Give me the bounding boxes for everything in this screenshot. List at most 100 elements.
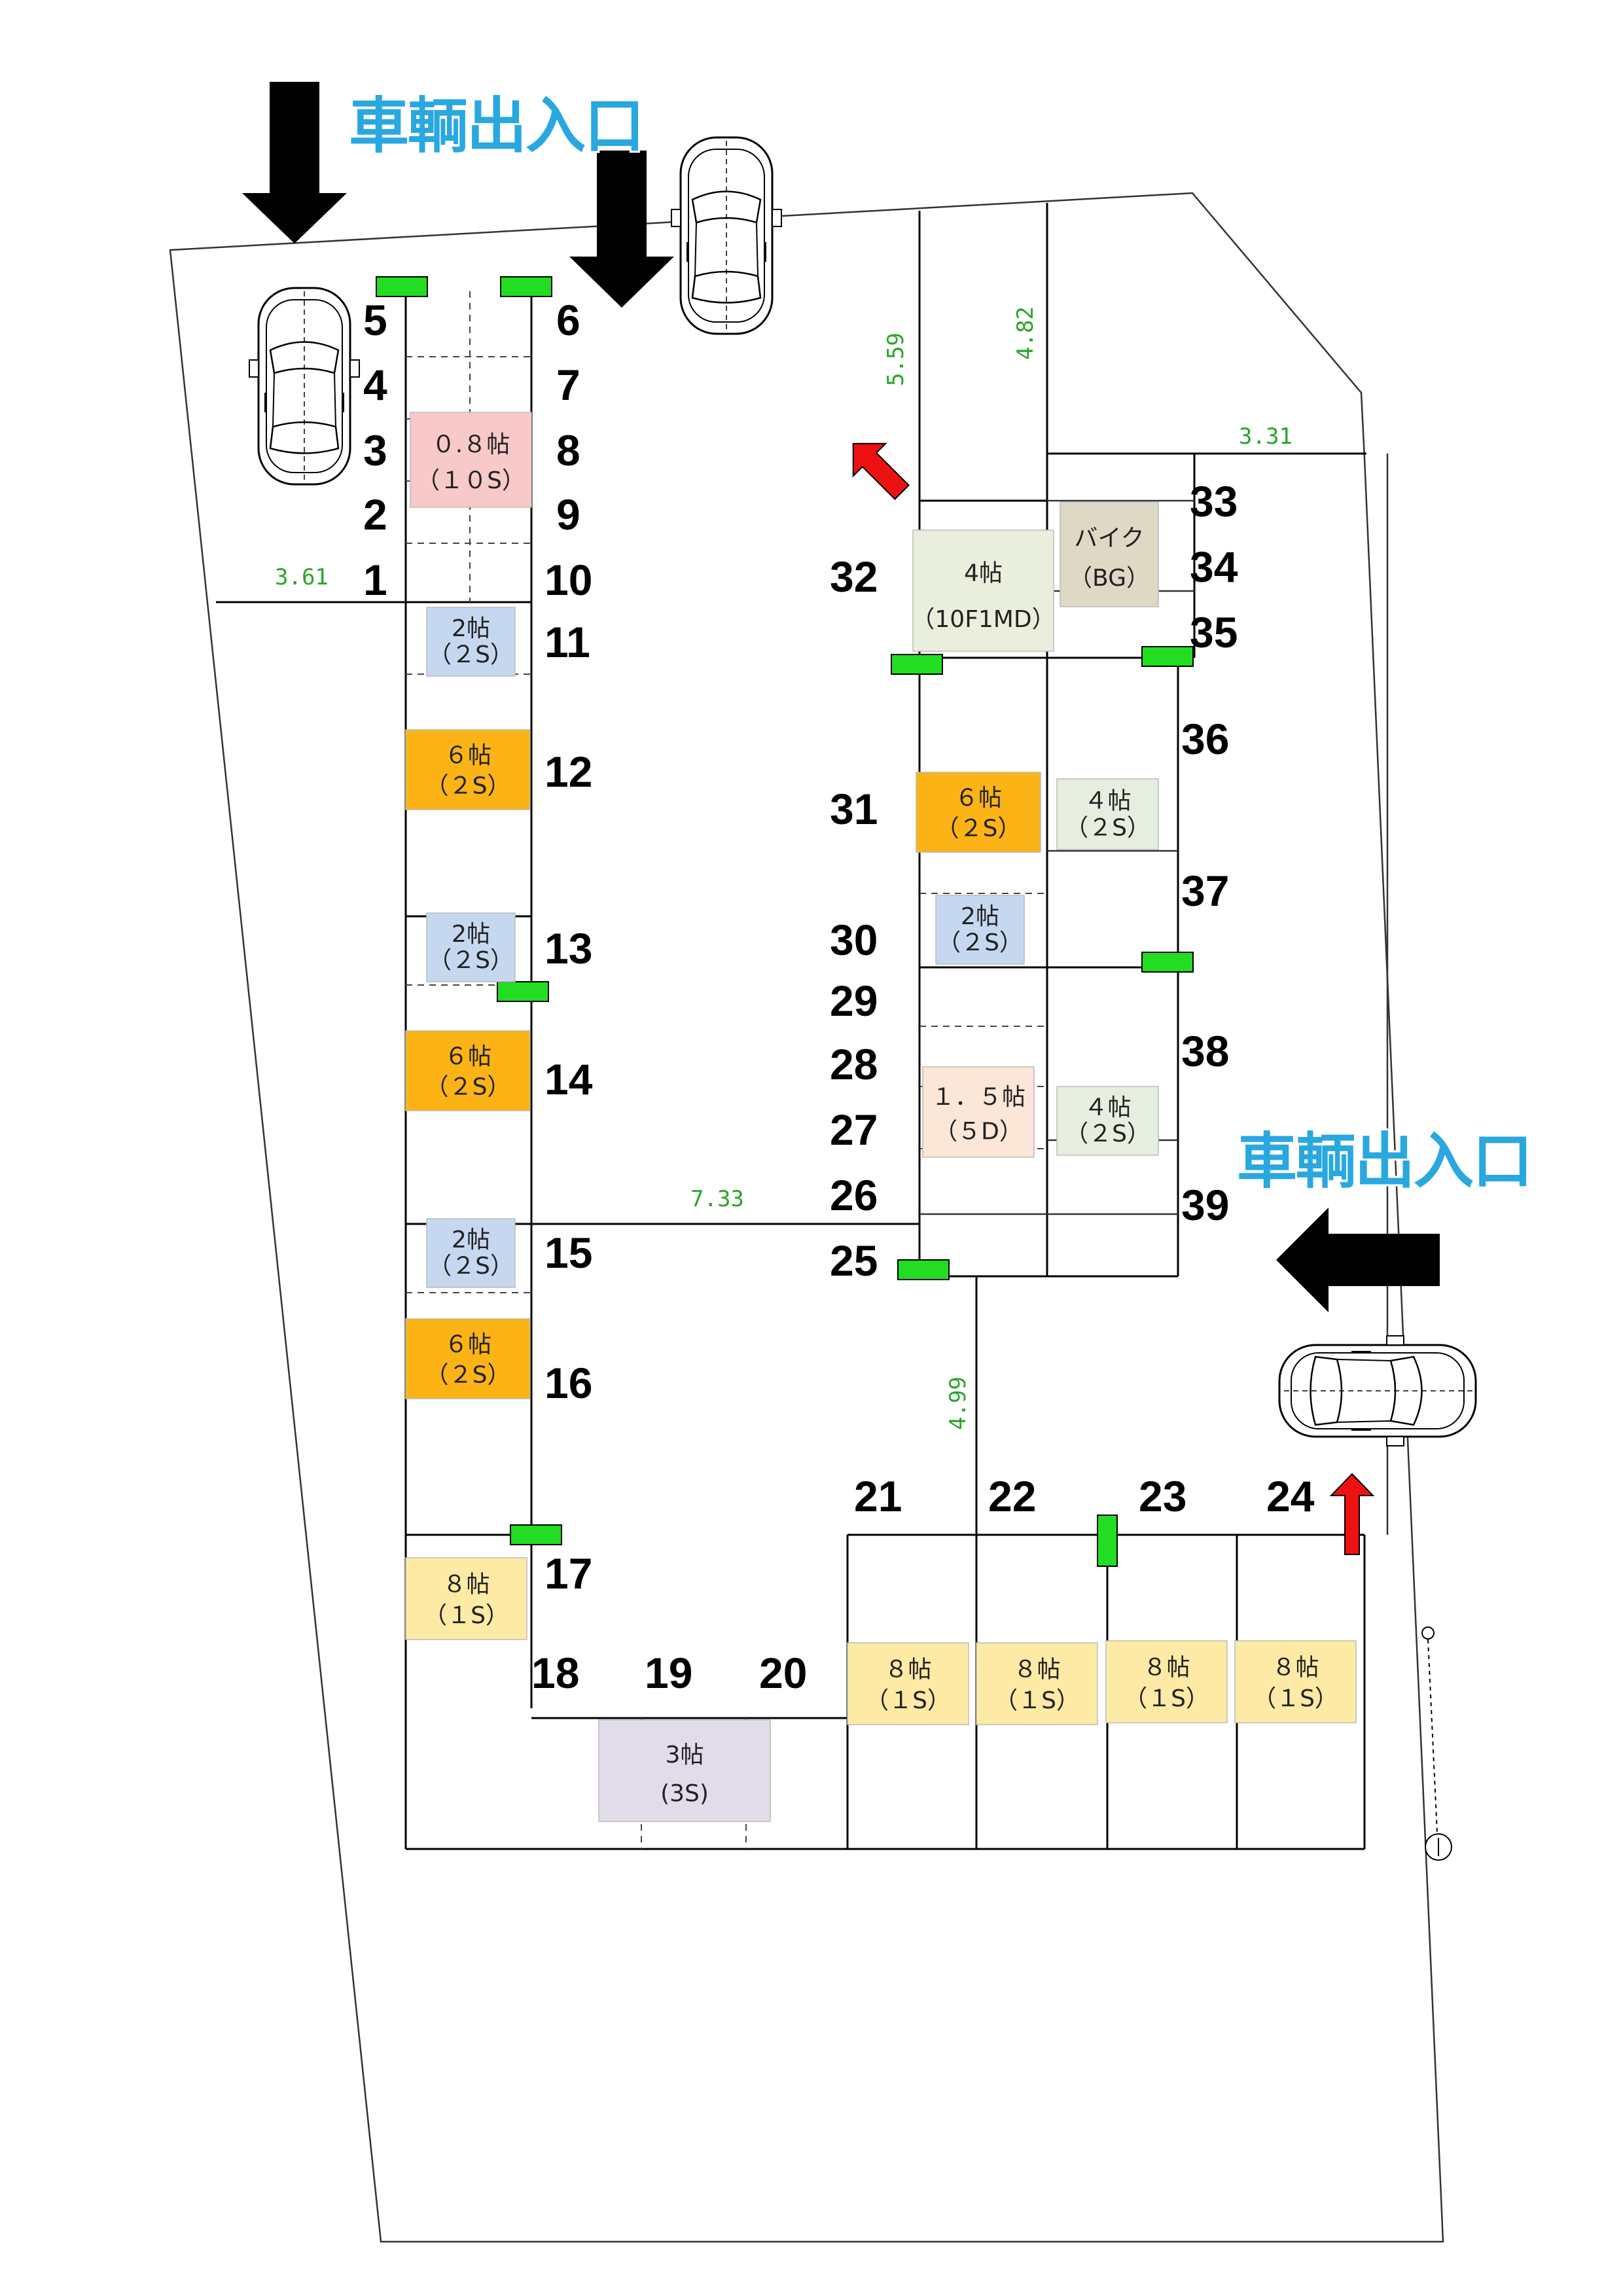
badge-background — [1056, 1086, 1159, 1156]
badge-type: （５D） — [934, 1118, 1023, 1145]
badge-size: ８帖 — [1272, 1655, 1319, 1681]
door-icon — [891, 654, 943, 675]
badge-background — [912, 529, 1054, 652]
badge-background — [405, 1030, 531, 1111]
unit-number: 8 — [556, 426, 580, 475]
entrance-arrow-icon — [242, 82, 347, 243]
badge-background — [426, 912, 516, 982]
door-icon — [510, 1524, 562, 1545]
badge-size: ６帖 — [955, 785, 1002, 812]
site-boundary — [169, 192, 1444, 2243]
unit-size-badge: 2帖（２S） — [426, 1218, 516, 1288]
unit-number: 6 — [556, 296, 580, 344]
door-icon — [1141, 952, 1194, 973]
unit-size-badge: ８帖（１S） — [847, 1642, 969, 1725]
unit-number: 22 — [988, 1472, 1036, 1520]
unit-number: 23 — [1139, 1472, 1186, 1520]
badge-type: （２S） — [428, 641, 514, 668]
vehicle-entrance-label-right: 車輌出入口 — [1237, 1126, 1533, 1196]
badge-background — [1234, 1640, 1357, 1723]
unit-number: 25 — [830, 1236, 878, 1285]
badge-size: ０.８帖 — [432, 431, 510, 458]
badge-type: （１S） — [423, 1602, 509, 1629]
badge-background — [916, 772, 1041, 853]
badge-size: ６帖 — [444, 1331, 491, 1358]
unit-size-badge: 2帖（２S） — [426, 607, 516, 677]
unit-size-badge: １．５帖 （５D） — [922, 1066, 1035, 1158]
unit-number: 30 — [830, 916, 878, 964]
badge-size: ８帖 — [1143, 1655, 1190, 1681]
unit-number: 14 — [544, 1055, 593, 1103]
badge-type: （２S） — [425, 1362, 511, 1389]
unit-number: 39 — [1181, 1181, 1229, 1229]
dimension-label: 4.82 — [1012, 306, 1039, 360]
unit-number: 5 — [363, 296, 387, 344]
unit-number: 15 — [544, 1229, 592, 1277]
badge-background — [410, 412, 532, 508]
unit-size-badge: ６帖（２S） — [405, 1030, 531, 1111]
badge-type: （１S） — [1253, 1685, 1338, 1712]
unit-size-badge: ６帖（２S） — [405, 729, 531, 810]
badge-size: 4帖 — [964, 560, 1003, 587]
badge-background — [935, 895, 1025, 965]
badge-size: ４帖 — [1084, 1094, 1131, 1121]
unit-number: 12 — [544, 747, 592, 796]
door-icon — [897, 1259, 950, 1280]
badge-background — [426, 607, 516, 677]
badge-background — [1060, 501, 1159, 607]
dimension-label: 3.31 — [1239, 423, 1293, 450]
badge-type: （２S） — [428, 947, 514, 974]
unit-number: 1 — [363, 556, 387, 604]
unit-number: 11 — [544, 618, 590, 666]
badge-background — [426, 1218, 516, 1288]
car-icon — [670, 136, 783, 335]
badge-type: （２S） — [425, 773, 511, 800]
badge-type: (3S) — [660, 1780, 709, 1807]
badge-size: 2帖 — [452, 921, 490, 948]
unit-number: 32 — [830, 552, 878, 601]
badge-type: （１S） — [1124, 1685, 1209, 1712]
unit-number: 27 — [830, 1105, 878, 1154]
badge-size: １．５帖 — [931, 1084, 1026, 1111]
unit-number: 19 — [645, 1649, 692, 1697]
badge-background — [598, 1719, 771, 1822]
unit-number: 38 — [1181, 1027, 1229, 1075]
badge-background — [405, 1557, 527, 1640]
unit-size-badge: 3帖(3S) — [598, 1719, 771, 1822]
unit-size-badge: ６帖 （２S） — [916, 772, 1041, 853]
unit-number: 9 — [556, 490, 580, 539]
door-icon — [376, 276, 428, 297]
unit-number: 16 — [544, 1359, 592, 1407]
dimension-label: 3.61 — [275, 564, 329, 590]
entrance-arrow-icon — [1276, 1208, 1440, 1312]
badge-background — [1056, 778, 1159, 850]
unit-number: 2 — [363, 490, 387, 539]
building-walls — [216, 203, 1389, 1850]
dimension-label: 4.99 — [945, 1376, 971, 1430]
unit-size-badge: ８帖（１S） — [976, 1642, 1098, 1725]
entrance-arrow-icon — [569, 151, 674, 308]
unit-size-badge: 4帖 （10F1MD） — [911, 529, 1056, 652]
up-arrow-icon — [1329, 1473, 1375, 1555]
diagonal-arrow-icon — [852, 442, 910, 501]
door-icon — [500, 276, 552, 297]
badge-type: （１S） — [994, 1687, 1080, 1714]
badge-type: （２S） — [1065, 1121, 1150, 1147]
badge-type: （２S） — [1065, 814, 1150, 841]
badge-size: ４帖 — [1084, 787, 1131, 814]
badge-type: （BG） — [1069, 565, 1150, 592]
badge-type: （10F1MD） — [911, 606, 1055, 633]
badge-type: （２S） — [937, 929, 1023, 956]
unit-badges: ０.８帖（１０S）2帖（２S）６帖（２S）2帖（２S）６帖（２S）2帖（２S）６… — [405, 412, 1357, 1822]
badge-type: （２S） — [936, 816, 1022, 842]
unit-number: 33 — [1190, 477, 1238, 526]
car-icon — [1278, 1335, 1477, 1447]
unit-number: 18 — [531, 1649, 579, 1697]
door-icon — [497, 981, 549, 1002]
unit-size-badge: ４帖（２S） — [1056, 778, 1159, 850]
unit-number: 17 — [544, 1549, 592, 1598]
unit-size-badge: 2帖（２S） — [426, 912, 516, 982]
